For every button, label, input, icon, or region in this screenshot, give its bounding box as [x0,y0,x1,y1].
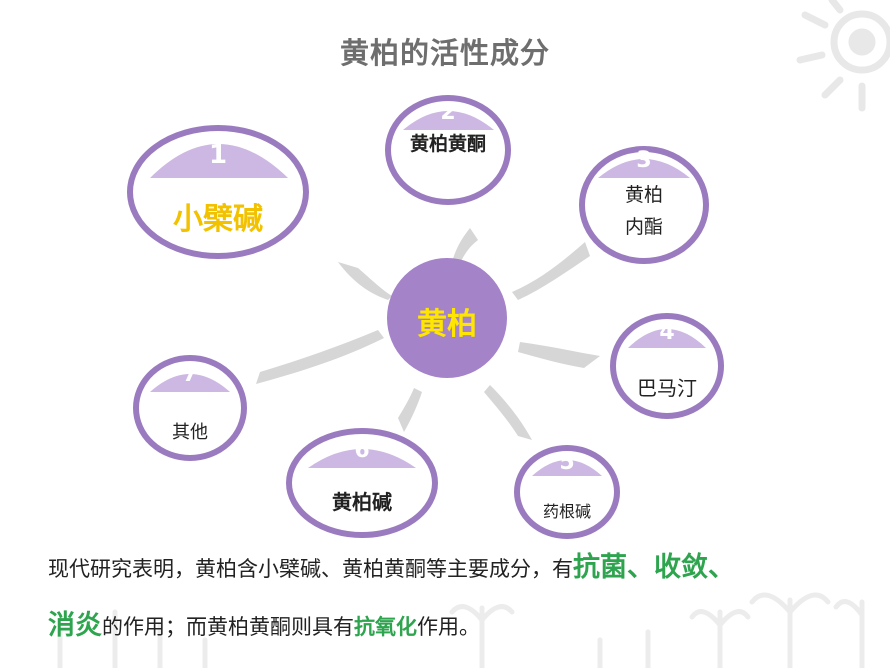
node-7-label: 其他 [172,422,208,443]
node-3-shape [579,146,709,264]
center-label: 黄柏 [417,307,477,342]
description-part1: 现代研究表明，黄柏含小檗碱、黄柏黄酮等主要成分，有 [48,557,573,581]
description-line-1: 现代研究表明，黄柏含小檗碱、黄柏黄酮等主要成分，有抗菌、收敛、 [48,548,878,589]
arrow-to-node6 [398,388,422,432]
node-1-label: 小檗碱 [173,202,263,237]
node-3-label-line1: 黄柏 [624,184,663,206]
node-4-label: 巴马汀 [637,376,697,400]
connector-arrows [256,228,600,440]
node-6-shape [286,428,438,538]
node-4-number: 4 [659,320,675,345]
node-2-shape [385,95,511,205]
arrow-to-node5 [484,385,532,440]
node-5-number: 5 [559,450,575,475]
node-3-label-line2: 内酯 [624,216,663,238]
description-highlight-1: 抗菌、收敛、 [573,552,735,583]
arrow-to-node2 [452,228,478,264]
node-4-shape [610,313,724,419]
node-1-shape [127,125,309,259]
arrow-to-node3 [512,242,590,300]
node-3-number: 3 [636,148,652,173]
arrow-to-node1 [338,262,392,300]
description-part2: 的作用；而黄柏黄酮则具有 [102,615,354,639]
node-5-shape [514,445,620,539]
page-title: 黄柏的活性成分 [339,36,550,70]
node-6-number: 6 [354,438,370,463]
sun-decoration-icon [796,0,890,112]
node-1-number: 1 [208,140,228,170]
description-part3: 作用。 [417,615,480,639]
plant-decoration-icon [57,592,865,668]
node-7-shape [133,355,247,461]
description-highlight-3: 抗氧化 [354,615,417,639]
node-2-number: 2 [440,100,456,125]
node-6-label: 黄柏碱 [332,490,392,514]
node-7-number: 7 [182,362,198,387]
node-5-label: 药根碱 [542,502,591,521]
arrow-to-node4 [518,342,600,368]
description-highlight-2: 消炎 [48,610,102,641]
node-2-label: 黄柏黄酮 [410,133,487,155]
arrow-to-node7 [256,330,384,384]
description-line-2: 消炎的作用；而黄柏黄酮则具有抗氧化作用。 [48,606,878,647]
center-circle [387,258,507,378]
